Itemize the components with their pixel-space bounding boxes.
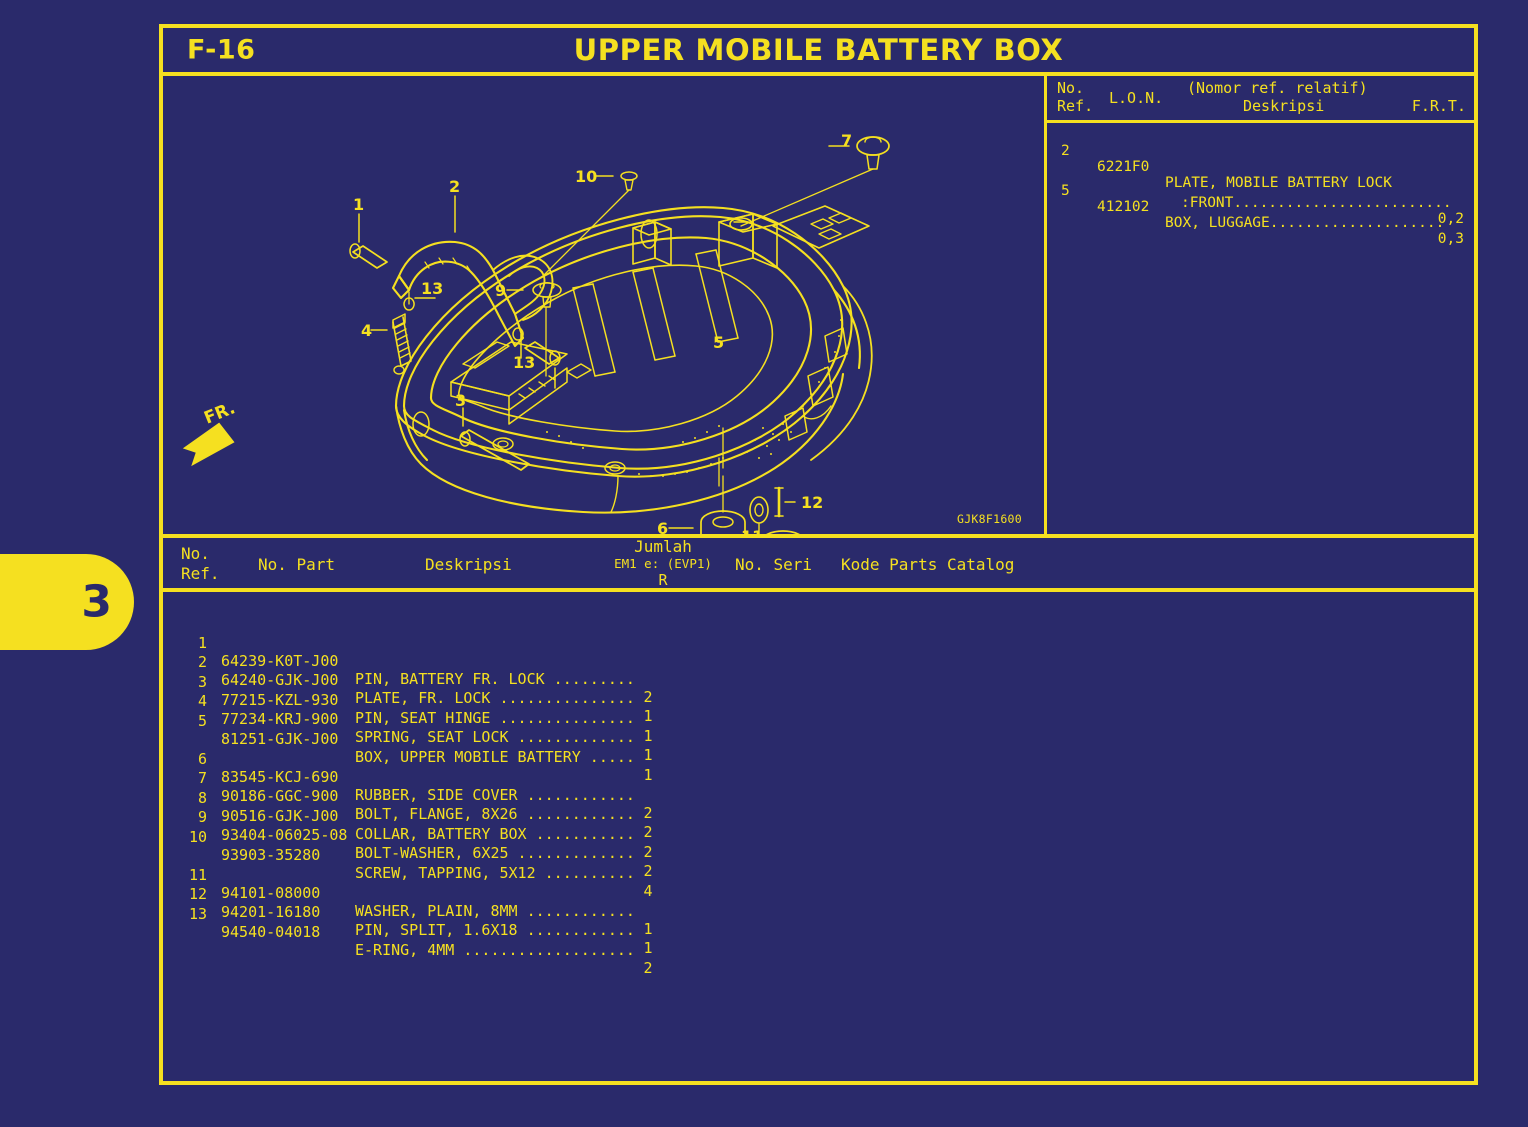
title-bar: F-16 UPPER MOBILE BATTERY BOX [163, 28, 1474, 76]
lon-table: No. Ref. L.O.N. (Nomor ref. relatif) Des… [1047, 76, 1474, 534]
svg-text:11: 11 [741, 527, 763, 534]
table-row: 11 94101-08000 WASHER, PLAIN, 8MM ......… [188, 865, 653, 938]
svg-text:3: 3 [455, 391, 466, 410]
exploded-diagram: FR. 1 2 3 4 5 6 6 7 8 8 9 10 11 [163, 76, 1047, 534]
table-row: 3 77215-KZL-930 PIN, SEAT HINGE ........… [197, 672, 653, 745]
section-tab-number: 3 [81, 576, 112, 628]
table-row: 6 83545-KCJ-690 RUBBER, SIDE COVER .....… [197, 749, 653, 822]
drawing-code: GJK8F1600 [956, 512, 1022, 526]
catalog-page-panel: F-16 UPPER MOBILE BATTERY BOX [159, 24, 1478, 1085]
lon-col-frt: F.R.T. [1411, 97, 1466, 115]
table-row: 12 94201-16180 PIN, SPLIT, 1.6X18 ......… [188, 885, 653, 958]
svg-text:2: 2 [449, 177, 460, 196]
lon-col-relative: (Nomor ref. relatif) [1187, 79, 1368, 97]
svg-text:7: 7 [841, 131, 852, 150]
front-direction-arrow: FR. [182, 398, 238, 467]
svg-text:1: 1 [353, 195, 364, 214]
svg-text:4: 4 [361, 321, 372, 340]
lon-table-body: 2 6221F0 PLATE, MOBILE BATTERY LOCK :FRO… [1047, 123, 1474, 247]
svg-text:12: 12 [801, 493, 823, 512]
sheet-code: F-16 [187, 34, 256, 66]
svg-text:5: 5 [713, 333, 724, 352]
page-title: UPPER MOBILE BATTERY BOX [573, 33, 1064, 67]
svg-text:13: 13 [421, 279, 443, 298]
col-header-deskripsi: Deskripsi [425, 555, 512, 574]
table-row: 9 93404-06025-08 BOLT-WASHER, 6X25 .....… [197, 808, 653, 881]
lon-col-no-ref: No. Ref. [1057, 79, 1094, 115]
col-header-no-part: No. Part [258, 555, 336, 574]
parts-list: 1 64239-K0T-J00 PIN, BATTERY FR. LOCK ..… [163, 592, 1474, 1081]
lon-table-header: No. Ref. L.O.N. (Nomor ref. relatif) Des… [1047, 76, 1474, 123]
col-header-no-ref: No. Ref. [181, 544, 220, 583]
lon-col-deskripsi: Deskripsi [1243, 97, 1325, 115]
table-row: 1 64239-K0T-J00 PIN, BATTERY FR. LOCK ..… [197, 634, 653, 706]
diagram-drawing: FR. 1 2 3 4 5 6 6 7 8 8 9 10 11 [182, 131, 890, 534]
svg-text:6: 6 [657, 519, 668, 534]
table-row: 2 64240-GJK-J00 PLATE, FR. LOCK ........… [197, 653, 653, 726]
lon-row: 2 6221F0 PLATE, MOBILE BATTERY LOCK [1061, 143, 1392, 191]
lon-col-lon: L.O.N. [1109, 89, 1164, 107]
table-row: 5 81251-GJK-J00 BOX, UPPER MOBILE BATTER… [197, 711, 653, 784]
svg-text:FR.: FR. [201, 398, 238, 428]
lon-row: :FRONT......................... 0,2 [1181, 195, 1464, 227]
parts-table-header: No. Ref. No. Part Deskripsi Jumlah EM1 e… [163, 534, 1474, 592]
table-row: 13 94540-04018 E-RING, 4MM .............… [188, 904, 653, 977]
lon-row: 5 412102 BOX, LUGGAGE...................… [1061, 183, 1464, 247]
svg-text:9: 9 [495, 281, 506, 300]
svg-text:13: 13 [513, 353, 535, 372]
table-row: 7 90186-GGC-900 BOLT, FLANGE, 8X26 .....… [197, 769, 653, 842]
col-header-no-seri: No. Seri [735, 555, 813, 574]
upper-region: FR. 1 2 3 4 5 6 6 7 8 8 9 10 11 [163, 76, 1474, 534]
col-header-kode-parts-catalog: Kode Parts Catalog [841, 555, 1015, 574]
svg-text:10: 10 [575, 167, 597, 186]
table-row: 8 90516-GJK-J00 COLLAR, BATTERY BOX ....… [197, 788, 653, 861]
section-tab[interactable]: 3 [0, 554, 134, 650]
table-row: 10 93903-35280 SCREW, TAPPING, 5X12 ....… [188, 827, 653, 900]
table-row: 4 77234-KRJ-900 SPRING, SEAT LOCK ......… [197, 692, 653, 765]
col-header-jumlah: Jumlah EM1 e: (EVP1) R [614, 537, 712, 589]
